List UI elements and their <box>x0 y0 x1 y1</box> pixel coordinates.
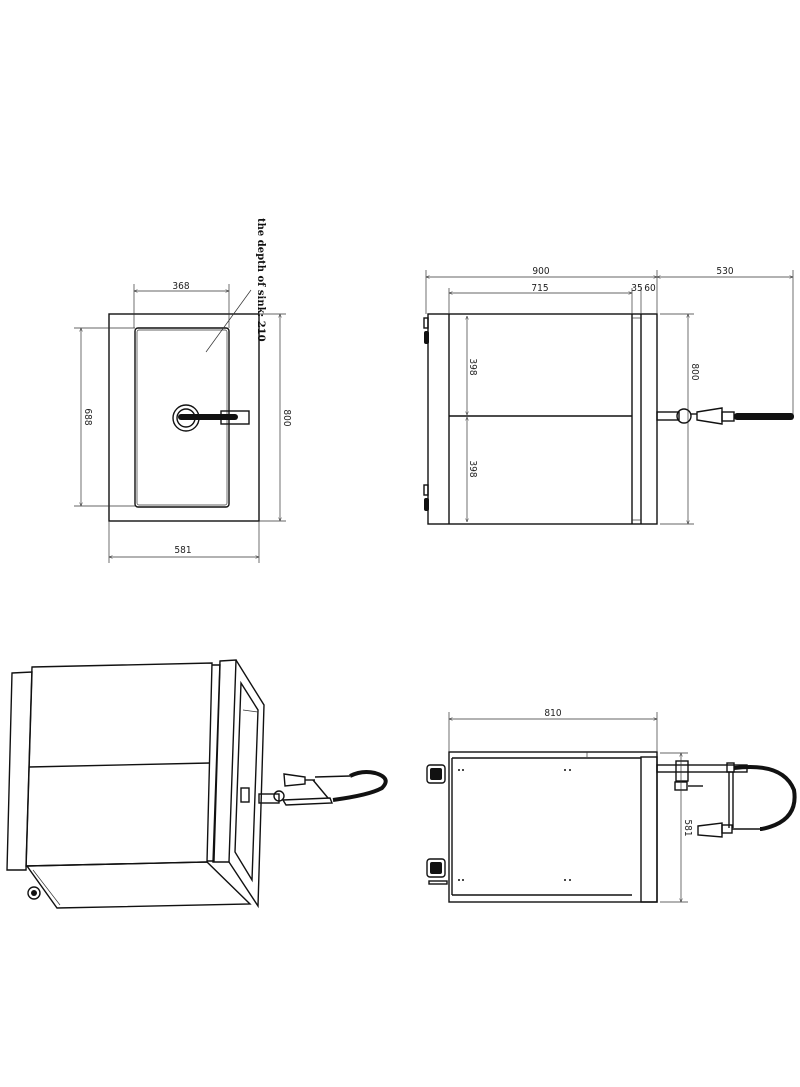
dim-label: 800 <box>689 363 700 380</box>
dim-label: 800 <box>281 409 292 426</box>
dim-basin-width: 368 <box>134 281 229 328</box>
leader-line <box>205 289 252 353</box>
caster-icon <box>426 764 448 885</box>
dim-label: 398 <box>467 460 478 477</box>
dim-label: 60 <box>644 283 656 294</box>
dim-label: 368 <box>172 281 189 292</box>
dim-label: 688 <box>82 408 93 425</box>
sink-depth-note: the depth of sink: 210 <box>255 218 266 342</box>
side-view: 900 530 715 35 60 398 398 800 <box>423 266 794 525</box>
caster-icon <box>423 317 429 511</box>
plan-view: 810 581 <box>426 708 797 903</box>
mounting-holes <box>458 769 571 881</box>
dim-overall-width: 581 <box>109 521 259 563</box>
dim-label: 581 <box>174 545 191 556</box>
faucet-icon <box>656 760 797 838</box>
dim-overall-length: 800 <box>259 314 292 521</box>
dim-label: 581 <box>682 819 693 836</box>
cabinet-side <box>228 659 265 909</box>
faucet-icon <box>656 407 794 425</box>
dim-label: 35 <box>631 283 642 294</box>
dim-label: 810 <box>544 708 561 719</box>
cabinet-plan-outline <box>448 751 658 903</box>
drain-and-faucet-icon <box>172 404 250 432</box>
cabinet-bottom <box>25 861 252 909</box>
faucet-icon <box>258 770 388 806</box>
dim-label: 398 <box>467 358 478 375</box>
dim-basin-length: 688 <box>74 328 135 506</box>
dim-label: 900 <box>532 266 549 277</box>
cabinet-outline <box>427 313 658 525</box>
top-view: 368 688 800 581 the depth of sink: 210 <box>74 218 292 563</box>
countertop-outline <box>108 313 260 522</box>
dim-label: 715 <box>531 283 548 294</box>
caster-icon <box>27 886 41 900</box>
isometric-view <box>6 659 388 909</box>
dim-label: 530 <box>716 266 733 277</box>
